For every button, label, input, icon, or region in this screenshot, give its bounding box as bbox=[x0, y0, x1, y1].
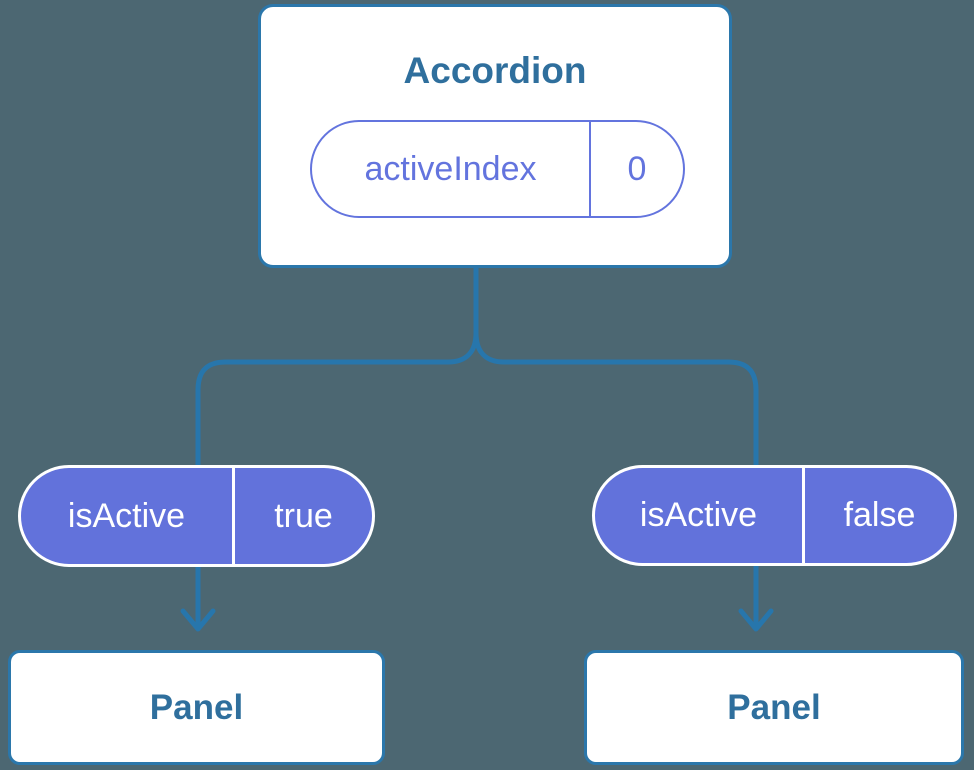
panel-right-title: Panel bbox=[727, 687, 821, 727]
panel-node-right: Panel bbox=[584, 650, 964, 765]
panel-node-left: Panel bbox=[8, 650, 385, 765]
arrowhead-right-icon bbox=[738, 608, 774, 632]
state-pill: activeIndex 0 bbox=[310, 120, 685, 218]
state-pill-value: 0 bbox=[627, 149, 647, 188]
prop-pill-right-value: false bbox=[843, 496, 916, 534]
prop-pill-right-label: isActive bbox=[595, 468, 805, 563]
arrowhead-left-icon bbox=[180, 608, 216, 632]
prop-pill-left-label: isActive bbox=[21, 468, 235, 564]
connector-right-branch bbox=[473, 330, 759, 627]
connector-left-branch bbox=[195, 330, 479, 627]
prop-pill-left-value: true bbox=[274, 496, 333, 535]
prop-pill-left: isActive true bbox=[18, 465, 375, 567]
accordion-title: Accordion bbox=[403, 50, 587, 91]
panel-left-title: Panel bbox=[149, 687, 244, 727]
state-pill-label: activeIndex bbox=[312, 122, 591, 216]
prop-pill-right: isActive false bbox=[592, 465, 957, 566]
